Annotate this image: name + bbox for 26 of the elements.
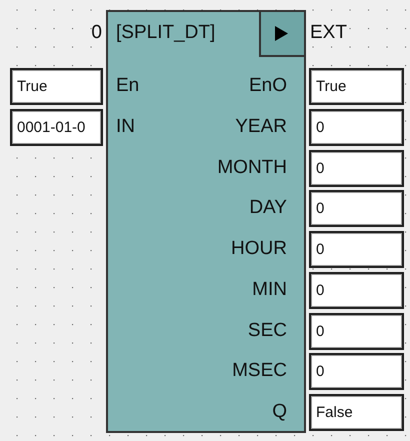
- value-field: False: [309, 394, 404, 431]
- block-title: [SPLIT_DT]: [116, 22, 216, 44]
- input-pin-label: IN: [116, 116, 135, 138]
- output-pin-label: MIN: [252, 278, 287, 301]
- value-field: True: [10, 68, 103, 105]
- output-pin-label: DAY: [249, 197, 287, 220]
- output-pin-label: EnO: [248, 75, 287, 97]
- value-field: 0: [309, 272, 404, 309]
- value-field: 0: [309, 150, 404, 186]
- output-pin-label: Q: [272, 401, 287, 423]
- value-field: 0: [309, 231, 404, 268]
- output-pin-label: MSEC: [232, 360, 287, 382]
- block-number: 0: [91, 22, 102, 44]
- value-field: 0: [309, 108, 404, 146]
- output-pin-label: HOUR: [231, 238, 287, 260]
- output-pin-label: YEAR: [235, 116, 287, 138]
- ext-label: EXT: [310, 22, 347, 44]
- value-field: 0: [309, 190, 404, 228]
- input-pin-label: En: [116, 75, 140, 97]
- value-field: True: [309, 68, 404, 105]
- value-field: 0001-01-0: [10, 108, 103, 146]
- value-field: 0: [309, 353, 404, 390]
- output-pin-label: MONTH: [217, 156, 287, 178]
- function-block: [106, 10, 306, 433]
- value-field: 0: [309, 312, 404, 350]
- output-pin-label: SEC: [248, 320, 287, 342]
